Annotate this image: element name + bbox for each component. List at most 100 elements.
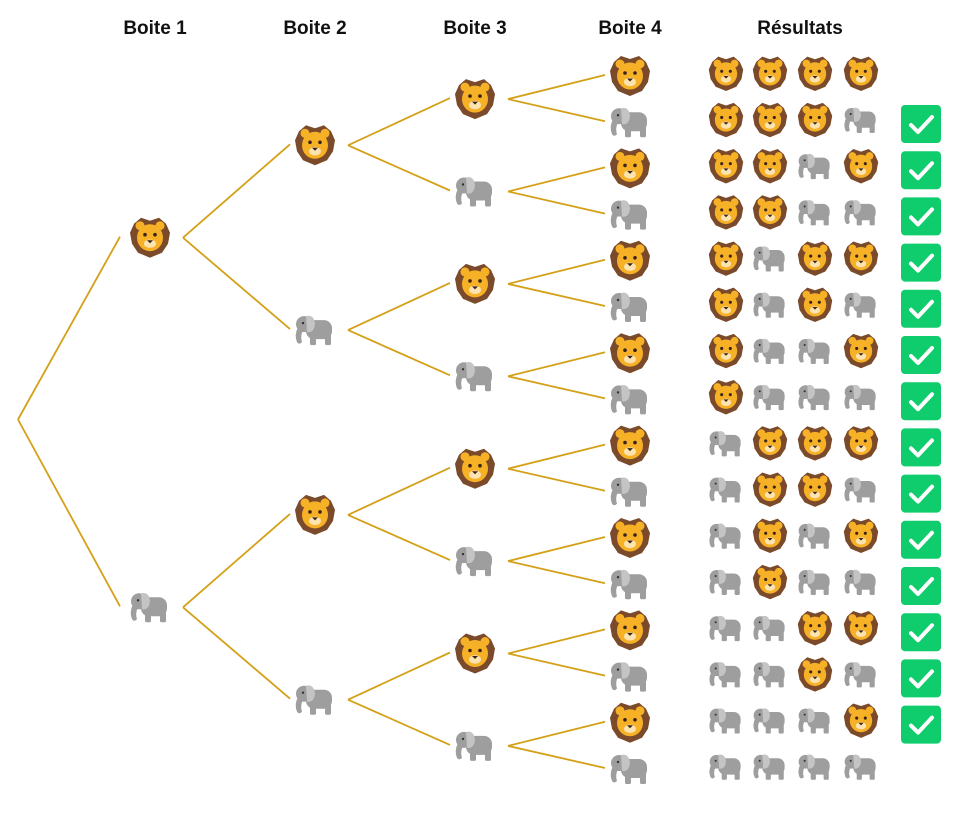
lion-icon bbox=[610, 333, 650, 374]
lion-icon bbox=[130, 217, 170, 258]
branch-root-1 bbox=[17, 236, 121, 420]
elephant-icon bbox=[610, 107, 647, 138]
lion-icon bbox=[610, 148, 650, 189]
lion-icon bbox=[752, 426, 788, 461]
branch-l2-1-1 bbox=[347, 97, 451, 147]
lion-icon bbox=[708, 380, 744, 415]
elephant-icon bbox=[844, 477, 876, 503]
branch-l3-8-2 bbox=[507, 745, 606, 769]
elephant-icon bbox=[610, 569, 647, 600]
result-row bbox=[709, 564, 941, 605]
check-icon bbox=[901, 105, 941, 143]
elephant-icon bbox=[455, 177, 492, 207]
lion-icon bbox=[455, 79, 495, 120]
branch-l3-1-2 bbox=[507, 98, 606, 123]
branch-l3-3-2 bbox=[507, 283, 606, 307]
result-row bbox=[708, 195, 941, 236]
elephant-icon bbox=[455, 731, 492, 761]
lion-icon bbox=[843, 518, 879, 554]
branch-root-2 bbox=[17, 419, 121, 607]
elephant-icon bbox=[844, 754, 876, 780]
elephant-icon bbox=[753, 708, 785, 734]
elephant-icon bbox=[610, 477, 647, 507]
lion-icon bbox=[797, 56, 833, 92]
elephant-icon bbox=[844, 662, 876, 688]
lion-icon bbox=[455, 633, 495, 674]
branch-l1-1-2 bbox=[182, 237, 291, 330]
elephant-icon bbox=[798, 708, 830, 734]
elephant-icon bbox=[709, 523, 741, 549]
branch-l3-6-2 bbox=[507, 560, 606, 585]
branch-l3-7-2 bbox=[507, 652, 606, 677]
elephant-icon bbox=[610, 385, 647, 415]
branch-l1-1-1 bbox=[182, 143, 291, 239]
lion-icon bbox=[610, 425, 650, 466]
branch-l3-6-1 bbox=[507, 536, 606, 562]
lion-icon bbox=[752, 149, 788, 184]
result-row bbox=[709, 472, 941, 513]
branch-l3-4-2 bbox=[507, 375, 606, 400]
elephant-icon bbox=[709, 708, 741, 734]
elephant-icon bbox=[709, 569, 741, 595]
elephant-icon bbox=[798, 338, 830, 364]
result-row bbox=[708, 287, 941, 328]
check-icon bbox=[901, 197, 941, 236]
elephant-icon bbox=[753, 662, 785, 688]
lion-icon bbox=[455, 448, 495, 489]
elephant-icon bbox=[844, 384, 876, 411]
lion-icon bbox=[797, 657, 833, 692]
check-icon bbox=[901, 705, 941, 744]
elephant-icon bbox=[130, 592, 167, 623]
elephant-icon bbox=[844, 200, 876, 226]
elephant-icon bbox=[610, 200, 647, 230]
lion-icon bbox=[708, 56, 744, 92]
lion-icon bbox=[295, 494, 335, 535]
elephant-icon bbox=[798, 200, 830, 226]
lion-icon bbox=[610, 518, 650, 558]
lion-icon bbox=[752, 472, 788, 507]
elephant-icon bbox=[753, 384, 785, 411]
elephant-icon bbox=[844, 569, 876, 595]
lion-icon bbox=[752, 56, 788, 92]
check-icon bbox=[901, 659, 941, 698]
branch-l1-2-1 bbox=[182, 513, 291, 608]
branch-l2-3-1 bbox=[347, 466, 451, 516]
results-grid bbox=[708, 56, 941, 780]
branch-l3-3-1 bbox=[507, 258, 606, 285]
result-row bbox=[708, 102, 941, 143]
branch-l2-1-2 bbox=[347, 144, 451, 192]
lion-icon bbox=[752, 518, 788, 554]
header-box-3: Boite 3 bbox=[443, 18, 507, 39]
lion-icon bbox=[708, 149, 744, 184]
lion-icon bbox=[797, 426, 833, 461]
lion-icon bbox=[797, 102, 833, 138]
lion-icon bbox=[843, 333, 879, 369]
branch-l2-4-2 bbox=[347, 698, 451, 746]
result-row bbox=[708, 56, 879, 92]
lion-icon bbox=[843, 611, 879, 646]
elephant-icon bbox=[709, 431, 741, 457]
lion-icon bbox=[843, 703, 879, 738]
header-box-1: Boite 1 bbox=[123, 18, 187, 39]
elephant-icon bbox=[455, 361, 492, 392]
result-row bbox=[708, 241, 941, 282]
lion-icon bbox=[708, 195, 744, 230]
lion-icon bbox=[455, 263, 495, 304]
lion-icon bbox=[708, 333, 744, 369]
lion-icon bbox=[843, 149, 879, 184]
check-icon bbox=[901, 613, 941, 652]
elephant-icon bbox=[798, 153, 830, 180]
lion-icon bbox=[843, 241, 879, 276]
branch-l3-1-1 bbox=[507, 74, 606, 100]
lion-icon bbox=[295, 125, 335, 166]
branch-l3-5-2 bbox=[507, 467, 606, 492]
elephant-icon bbox=[753, 615, 785, 642]
elephant-icon bbox=[798, 754, 830, 780]
check-icon bbox=[901, 520, 941, 559]
branch-l3-7-1 bbox=[507, 628, 606, 655]
elephant-icon bbox=[709, 615, 741, 642]
check-icon bbox=[901, 243, 941, 282]
lion-icon bbox=[708, 241, 744, 276]
check-icon bbox=[901, 382, 941, 421]
